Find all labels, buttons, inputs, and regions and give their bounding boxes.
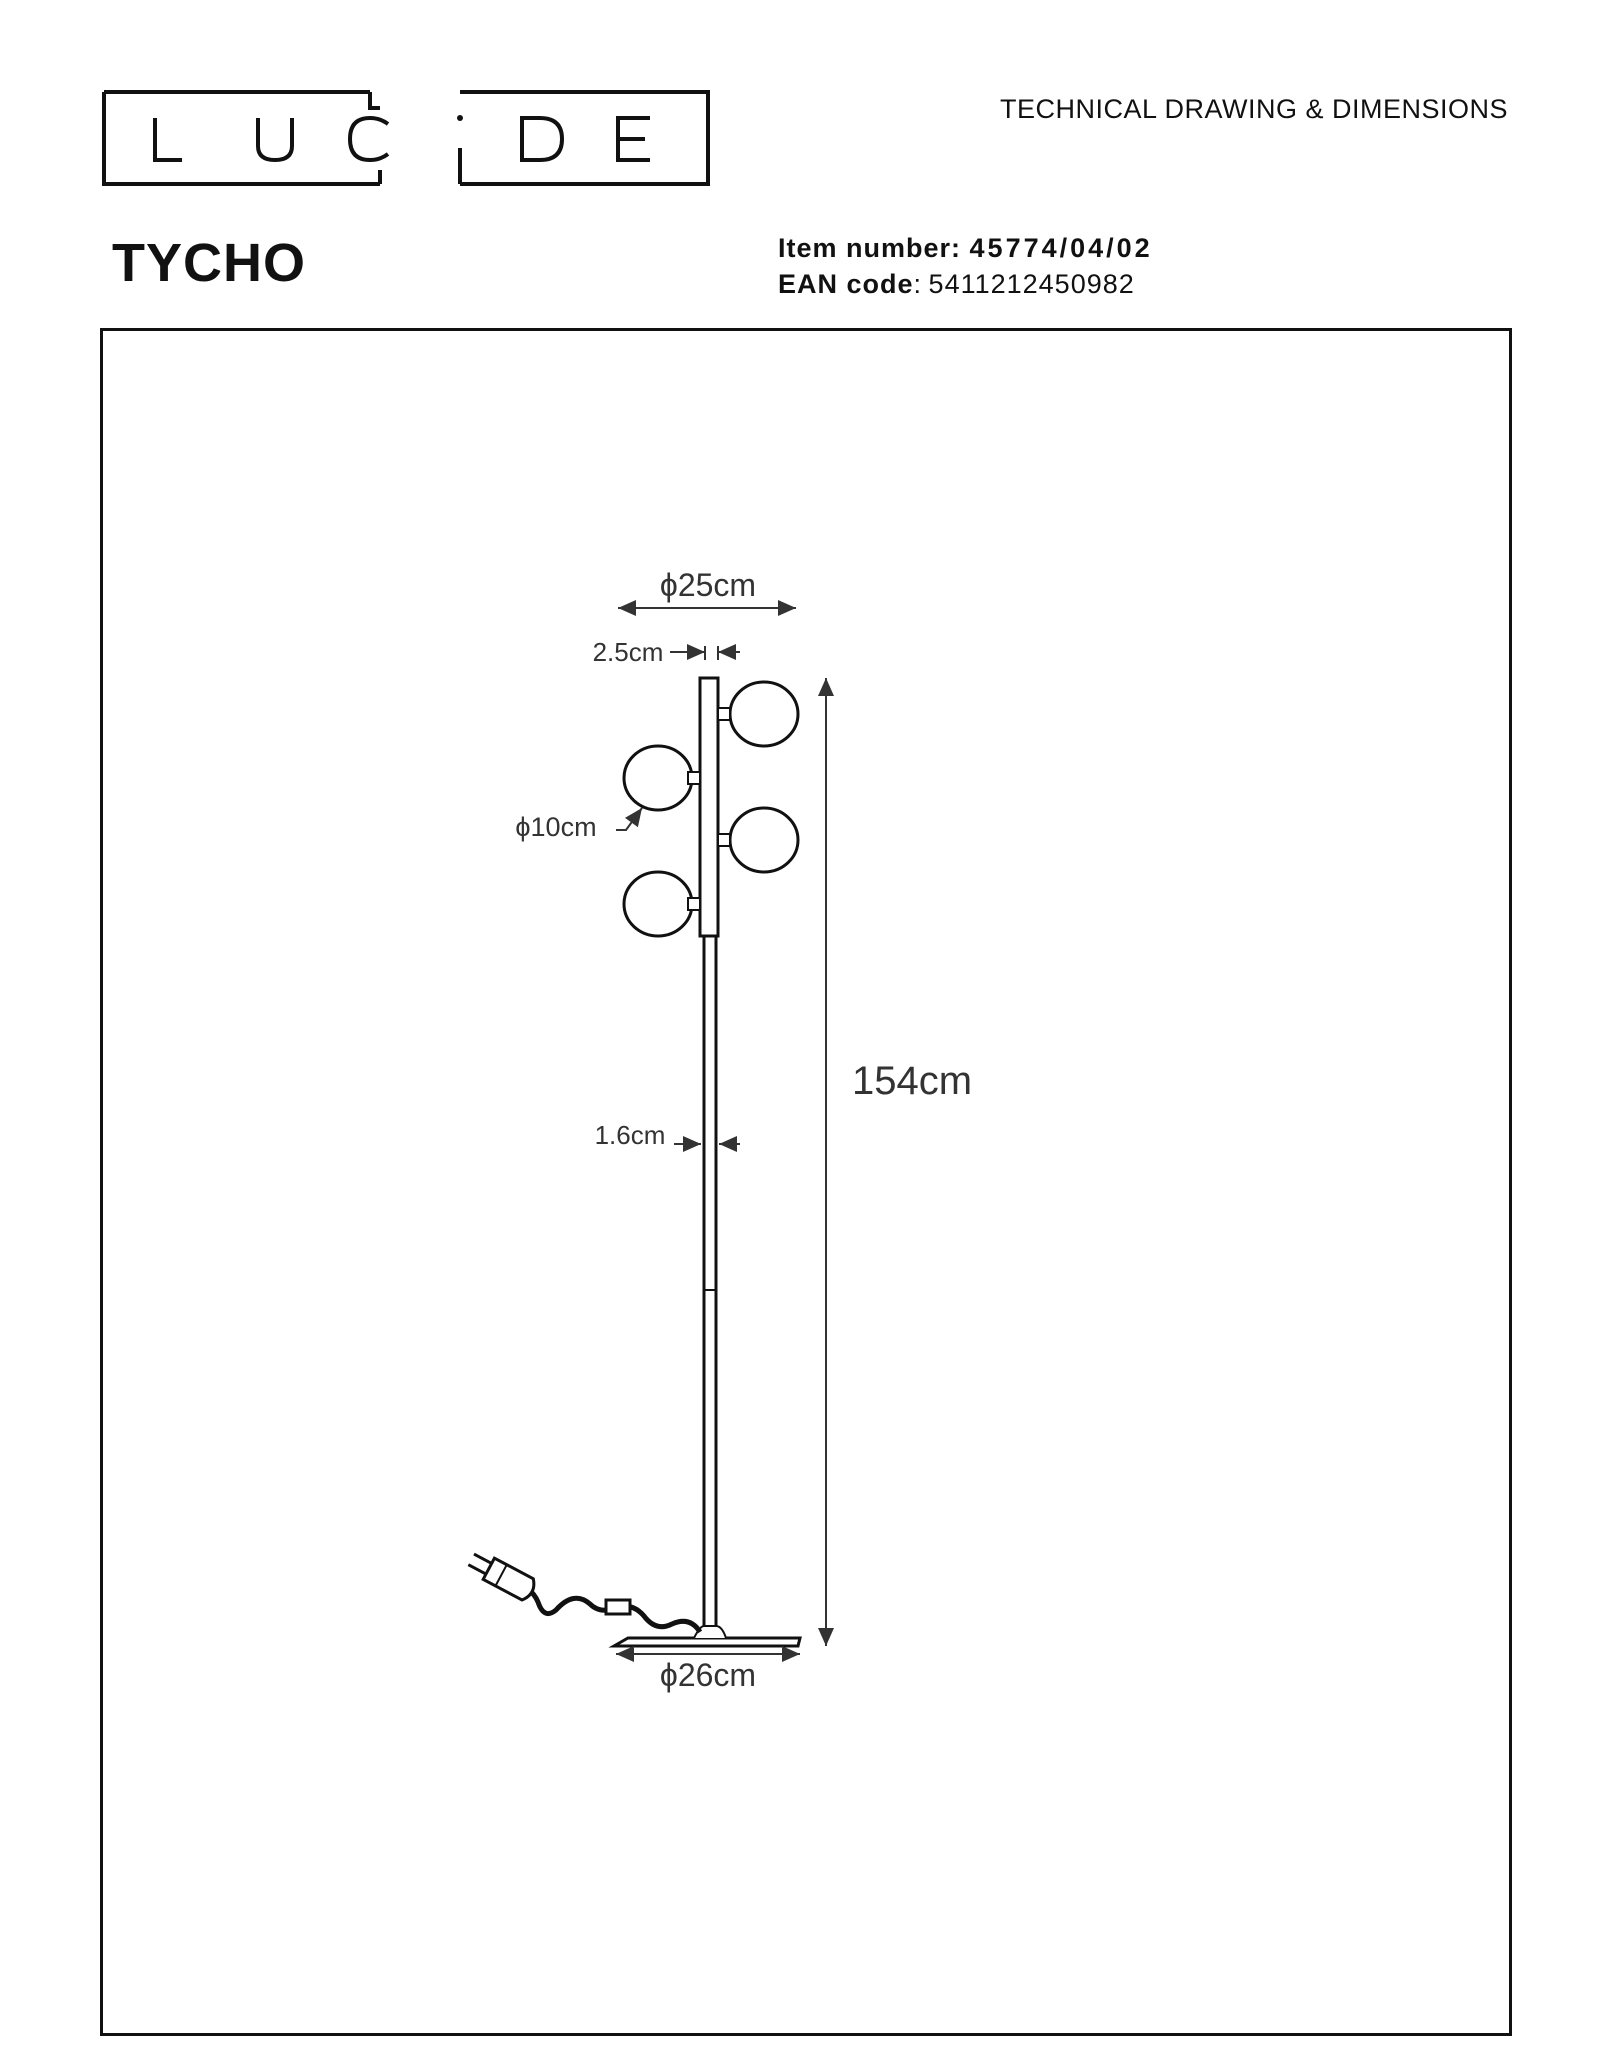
drawing-frame	[100, 328, 1512, 2036]
globe-holder	[687, 771, 701, 785]
ean-row: EAN code: 5411212450982	[778, 266, 1153, 302]
stem-width-label: 1.6cm	[595, 1120, 666, 1150]
plug-icon	[467, 1552, 536, 1602]
lamp-base	[608, 1636, 802, 1648]
lucide-logo	[100, 88, 712, 188]
total-height-label: 154cm	[852, 1059, 972, 1103]
globe-top-right	[728, 680, 800, 748]
document-type-label: TECHNICAL DRAWING & DIMENSIONS	[999, 94, 1508, 124]
head-diameter-label: ϕ25cm	[660, 567, 756, 603]
globe-lower-right	[728, 806, 800, 874]
lamp-head-bar	[698, 676, 720, 938]
item-number-colon: :	[951, 233, 970, 263]
globe-holder	[687, 897, 701, 911]
item-number-label: Item number	[778, 233, 952, 263]
power-cable	[511, 1583, 703, 1634]
item-number-row: Item number: 45774/04/02	[778, 230, 1153, 266]
bar-width-label: 2.5cm	[593, 637, 664, 667]
product-name: TYCHO	[112, 233, 306, 293]
globe-holder	[717, 833, 731, 847]
globe-diameter-label: ϕ10cm	[515, 812, 596, 842]
ean-colon: :	[913, 269, 929, 299]
globe-diameter-leader	[616, 807, 643, 831]
item-number-value: 45774/04/02	[969, 233, 1153, 263]
base-diameter-label: ϕ26cm	[660, 1657, 756, 1693]
globe-upper-left	[622, 744, 694, 812]
product-meta: Item number: 45774/04/02 EAN code: 54112…	[778, 230, 1153, 302]
globe-bottom-left	[622, 870, 694, 938]
ean-label: EAN code	[778, 269, 914, 299]
lamp-stem	[702, 934, 718, 1632]
globe-holder	[717, 707, 731, 721]
globes	[622, 680, 800, 938]
inline-switch-icon	[604, 1598, 632, 1616]
ean-value: 5411212450982	[928, 269, 1135, 299]
